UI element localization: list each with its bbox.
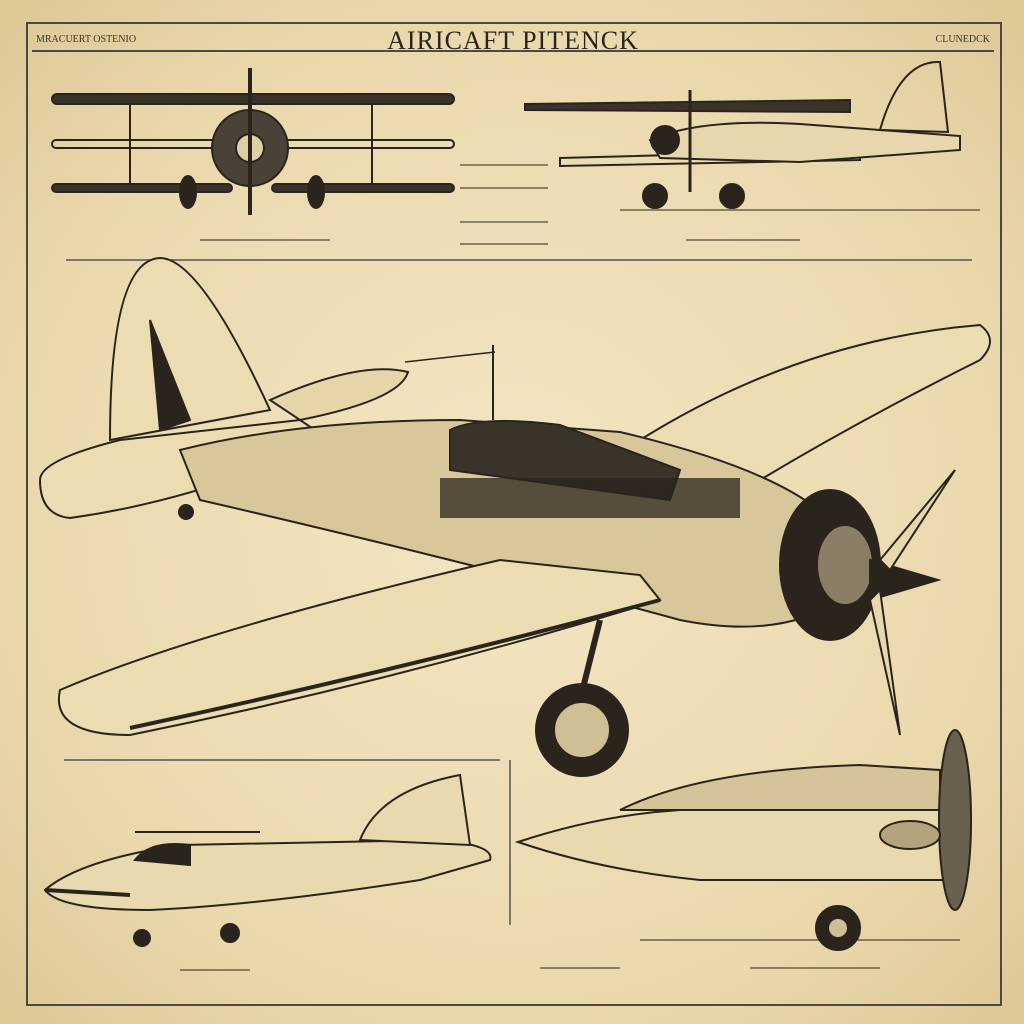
perspective-view-monoplane — [40, 258, 990, 776]
side-view-biplane — [525, 62, 980, 210]
annotation-lines — [200, 165, 800, 244]
window-row — [440, 478, 740, 518]
front-view-biplane — [52, 68, 454, 215]
side-view-jet — [45, 775, 490, 970]
